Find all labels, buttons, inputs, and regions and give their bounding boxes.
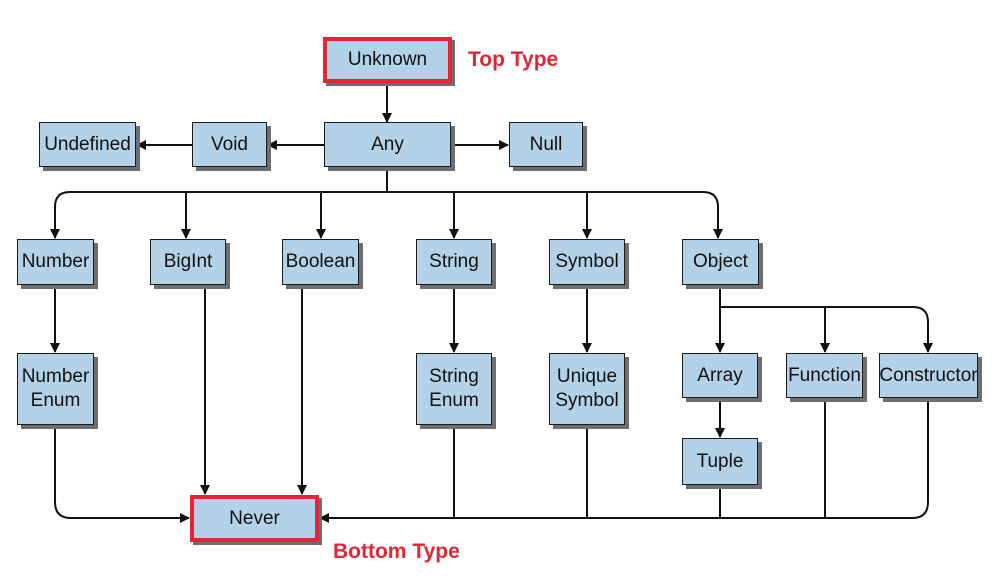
node-bigint: BigInt <box>150 239 226 285</box>
node-void: Void <box>192 122 267 167</box>
edge-bus-object <box>387 191 723 239</box>
edge-object-function <box>720 306 830 353</box>
callout-bottom-type: Bottom Type <box>333 540 460 563</box>
node-number: Number <box>17 239 94 285</box>
node-tuple: Tuple <box>682 438 758 485</box>
node-any: Any <box>324 122 451 167</box>
node-number-enum: Number Enum <box>17 353 94 425</box>
node-object: Object <box>682 239 759 285</box>
node-array: Array <box>682 353 758 398</box>
callout-top-type: Top Type <box>468 48 559 71</box>
edge-object-constructor <box>825 306 933 353</box>
node-unique-symbol: Unique Symbol <box>549 353 625 425</box>
node-string: String <box>416 239 492 285</box>
node-never: Never <box>190 495 319 542</box>
node-symbol: Symbol <box>549 239 625 285</box>
node-string-enum: String Enum <box>416 353 492 425</box>
node-constructor: Constructor <box>879 353 978 398</box>
node-null: Null <box>509 122 583 167</box>
edge-bus-number <box>50 191 387 239</box>
edge-constructor-collector <box>319 398 929 523</box>
node-unknown: Unknown <box>323 37 452 83</box>
node-boolean: Boolean <box>282 239 359 285</box>
node-function: Function <box>786 353 863 398</box>
node-undefined: Undefined <box>39 122 136 167</box>
edge-numberenum-never <box>54 425 190 523</box>
